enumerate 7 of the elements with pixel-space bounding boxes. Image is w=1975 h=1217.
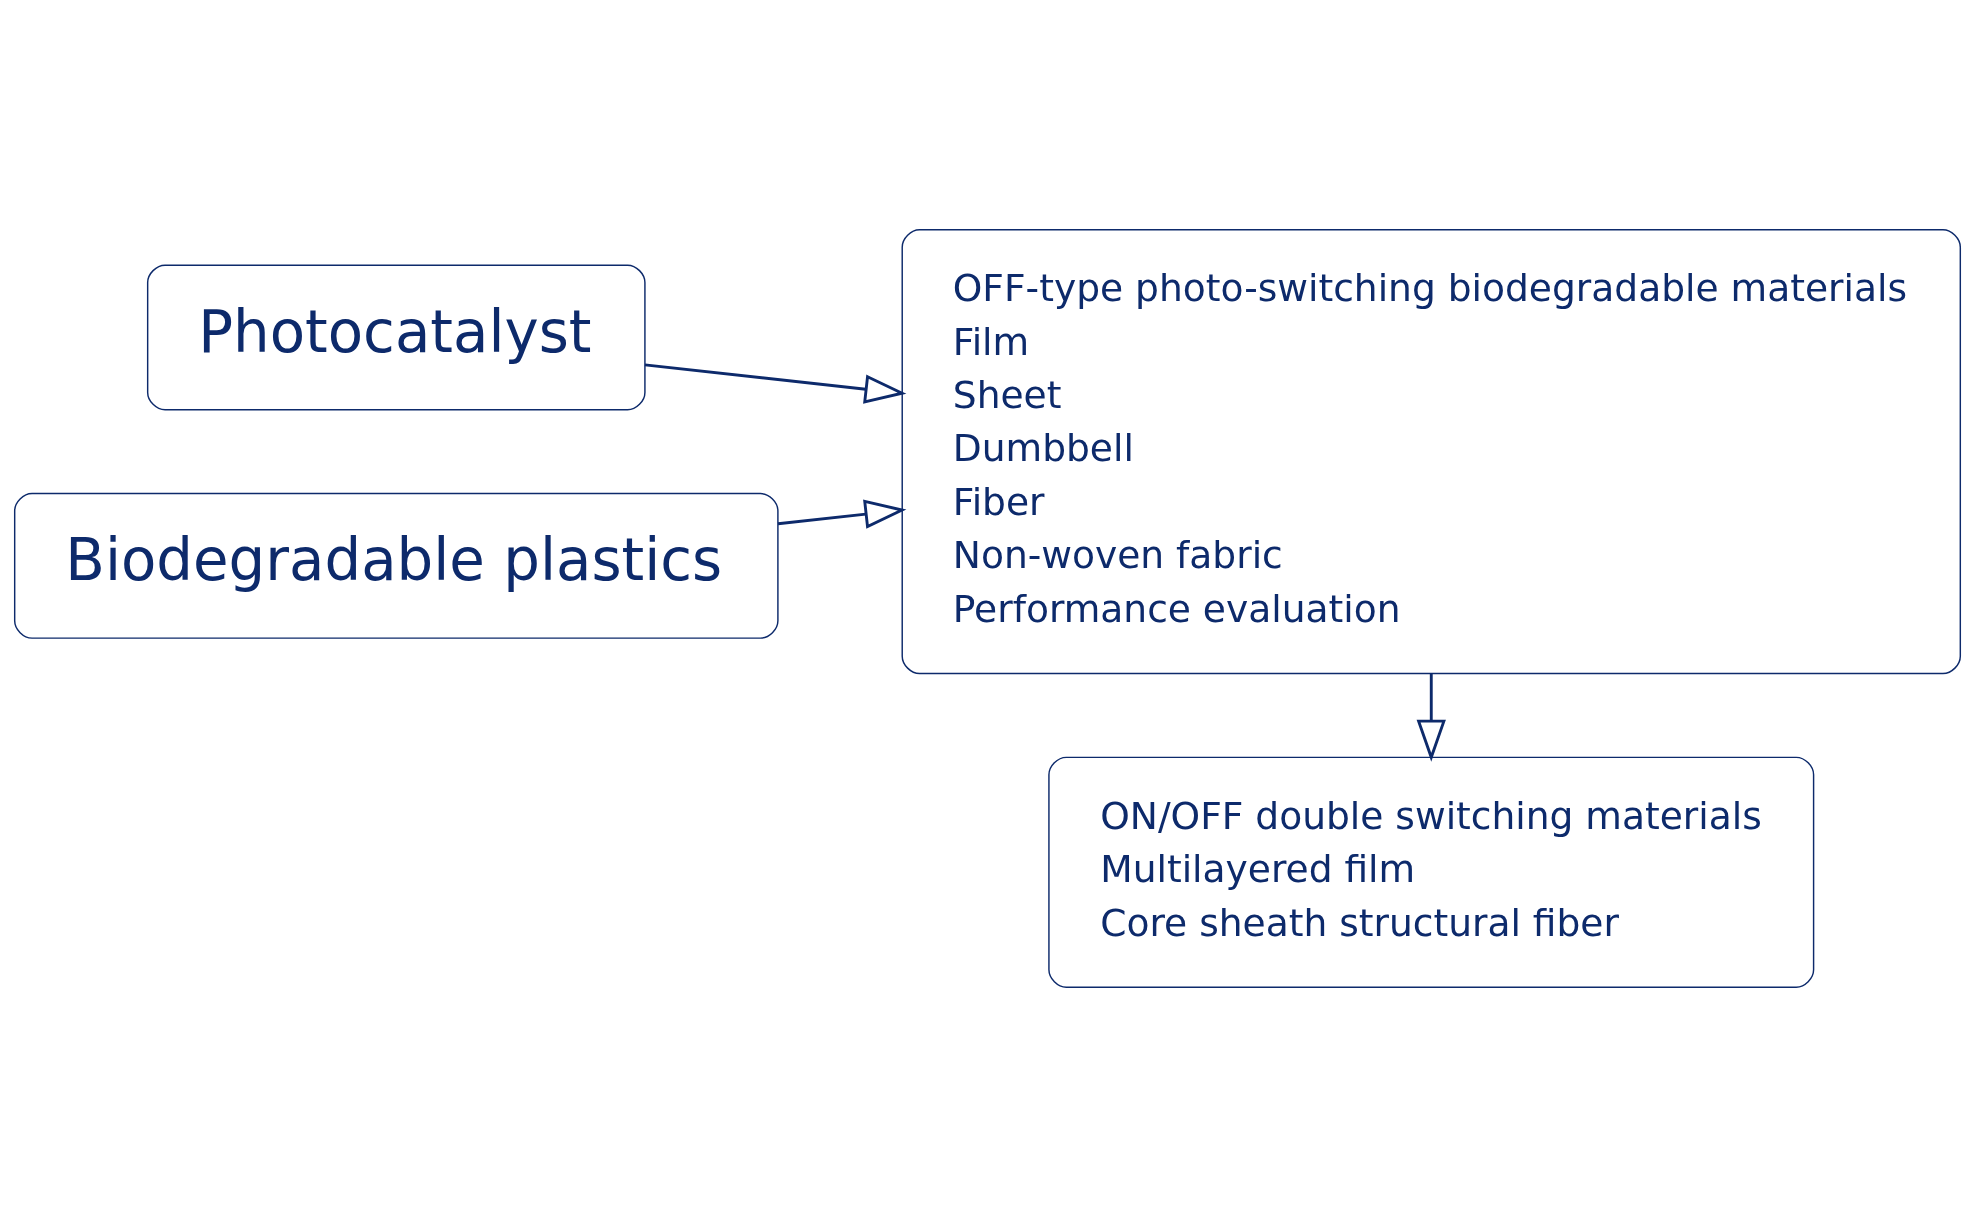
arrow	[777, 499, 907, 529]
node-box: OFF-type photo-switching biodegradable materials Film Sheet Dumbbell Fiber Non-woven fabric Performance evaluation	[901, 229, 1962, 675]
arrow	[644, 363, 907, 404]
node-box: Biodegradable plastics	[13, 492, 779, 639]
node-box: ON/OFF double switching materials Multilayered film Core sheath structural fiber	[1048, 756, 1815, 988]
arrow	[1416, 673, 1446, 762]
node-box: Photocatalyst	[146, 264, 646, 411]
